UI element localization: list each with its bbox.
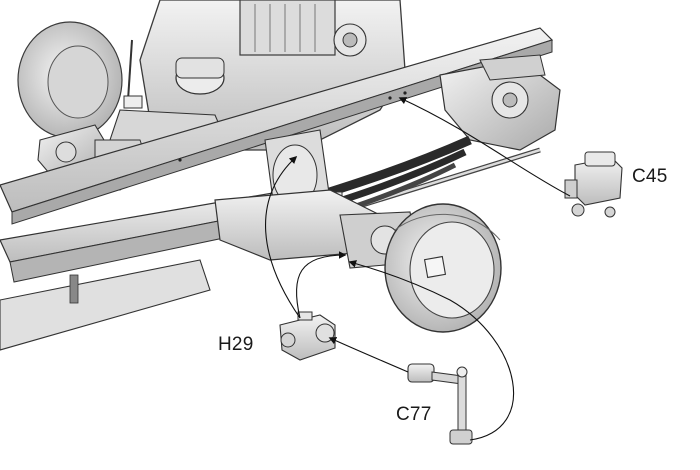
load-sensing-valve-icon [407,363,473,445]
callout-c77-label: C77 [396,404,432,425]
callout-c45-label: C45 [632,166,668,187]
leader-lines [265,97,571,441]
rear-drum-left [17,21,123,139]
front-drum [384,203,502,333]
leader-h29-up [265,155,301,319]
leader-h29-right [296,251,347,319]
callout-h29-label: H29 [218,334,254,355]
axle-housing [214,189,421,269]
leader-c77-h29 [328,337,409,373]
leader-c45 [398,97,571,197]
leader-c77-loop [348,260,515,441]
master-cylinder-icon [564,151,623,218]
frame-rail-upper [0,27,554,225]
wheel-cylinder-icon [279,311,336,361]
right-knuckle [439,54,561,151]
